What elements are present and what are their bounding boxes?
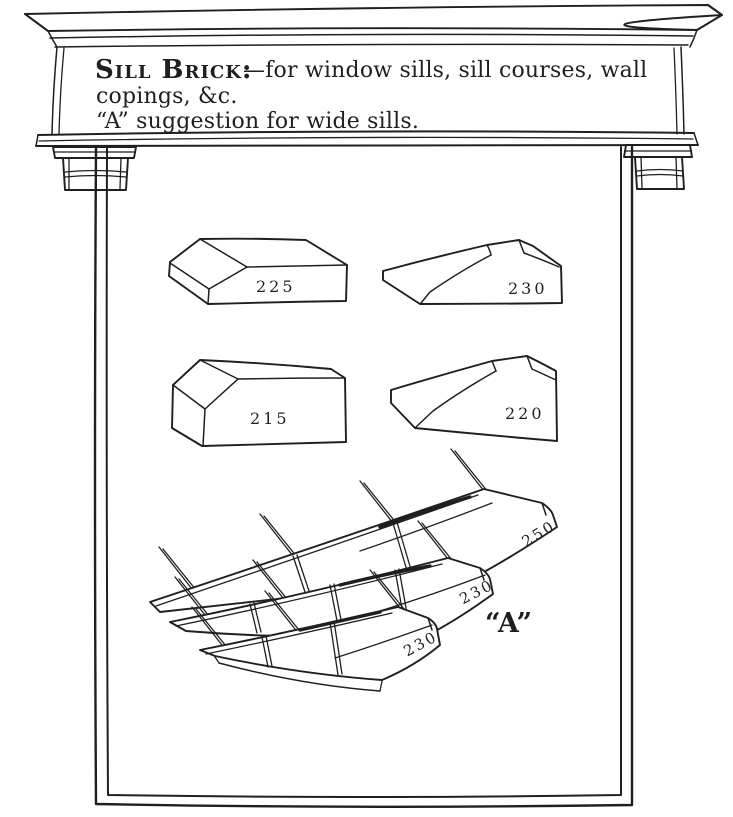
assembly-name-label: “A” [485, 608, 533, 639]
cornice-cap [24, 4, 723, 32]
plate-title-rest: —for window sills, sill courses, wall [243, 58, 647, 83]
frieze-text: Sill Brick: —for window sills, sill cour… [95, 55, 647, 134]
plate-line3: “A” suggestion for wide sills. [96, 109, 419, 134]
brick-230-label: 230 [508, 279, 548, 298]
assembly-a-drawing: 250 230 230 “A” [149, 448, 559, 692]
brick-220-drawing: 220 [390, 355, 558, 442]
corbel-left [52, 146, 137, 191]
brick-220-label: 220 [505, 404, 545, 423]
assembly-back-spikes [158, 448, 489, 591]
brick-215-label: 215 [250, 409, 290, 428]
assembly-front-spikes [191, 569, 405, 647]
corbel-right [623, 144, 693, 190]
plate-line2: copings, &c. [96, 84, 238, 109]
plate-title: Sill Brick: [95, 55, 252, 85]
assembly-middle-spikes [174, 520, 453, 617]
brick-225-label: 225 [256, 277, 296, 296]
frame-border [93, 145, 634, 808]
cornice [24, 4, 723, 135]
cornice-shelf [35, 130, 699, 147]
brick-225-drawing: 225 [168, 237, 348, 305]
brick-230-drawing: 230 [382, 239, 563, 305]
brick-215-drawing: 215 [171, 359, 347, 447]
